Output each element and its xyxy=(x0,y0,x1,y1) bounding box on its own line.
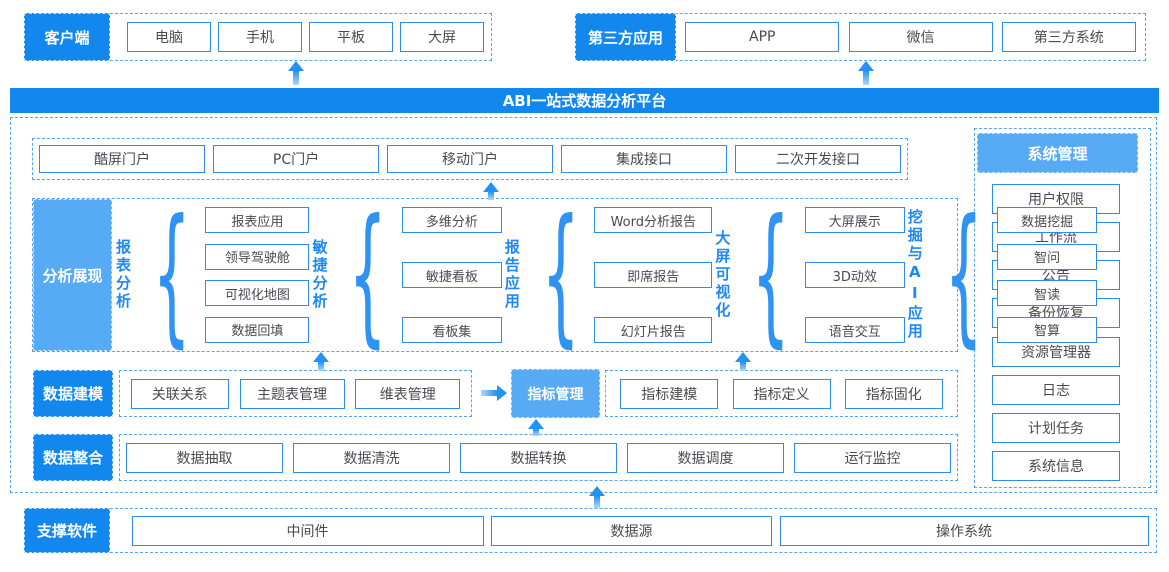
analysis-item: 敏捷看板 xyxy=(401,262,502,288)
arrow-up-icon xyxy=(858,61,874,85)
modeling-item: 维表管理 xyxy=(355,378,461,409)
third-party-section-label: 第三方应用 xyxy=(575,13,676,61)
third-party-item: APP xyxy=(685,22,840,52)
analysis-item: 语音交互 xyxy=(804,317,905,343)
modeling-right-container: 指标建模 指标定义 指标固化 xyxy=(605,370,958,417)
indicator-management-box: 指标管理 xyxy=(511,369,600,418)
client-section-label: 客户端 xyxy=(24,13,110,61)
system-column-container xyxy=(974,128,1151,488)
analysis-item: 幻灯片报告 xyxy=(594,317,713,343)
integration-item: 数据抽取 xyxy=(126,442,283,473)
analysis-item: 智算 xyxy=(997,316,1098,343)
system-item: 计划任务 xyxy=(992,412,1120,443)
analysis-item: 智读 xyxy=(997,280,1098,307)
group-name: 大屏可视化 xyxy=(713,230,732,320)
analysis-item: 看板集 xyxy=(401,317,502,343)
portal-row-container: 酷屏门户 PC门户 移动门户 集成接口 二次开发接口 xyxy=(32,138,908,180)
brace-icon: { xyxy=(152,188,191,362)
indicator-item: 指标建模 xyxy=(620,378,719,409)
indicator-item: 指标定义 xyxy=(732,378,831,409)
analysis-group: 敏捷分析 { 多维分析 敏捷看板 看板集 xyxy=(309,188,502,362)
analysis-item: 报表应用 xyxy=(205,207,310,233)
client-item: 平板 xyxy=(309,22,393,52)
arrow-up-icon xyxy=(589,486,605,508)
integration-item: 运行监控 xyxy=(794,442,951,473)
integration-item: 数据调度 xyxy=(627,442,784,473)
portal-item: PC门户 xyxy=(213,145,379,173)
client-group-container: 电脑 手机 平板 大屏 xyxy=(95,13,492,61)
integration-item: 数据转换 xyxy=(460,442,617,473)
system-item: 系统信息 xyxy=(992,450,1120,481)
support-item: 操作系统 xyxy=(779,515,1149,546)
system-management-header: 系统管理 xyxy=(977,133,1138,173)
modeling-item: 关联关系 xyxy=(130,378,229,409)
group-name: 敏捷分析 xyxy=(310,239,329,311)
analysis-item: 即席报告 xyxy=(594,262,713,288)
analysis-item: 数据挖掘 xyxy=(997,207,1098,233)
modeling-item: 主题表管理 xyxy=(239,378,345,409)
group-name: 报表分析 xyxy=(114,239,132,311)
arrow-up-icon xyxy=(483,182,499,200)
analysis-item: 可视化地图 xyxy=(205,280,310,307)
platform-outer-container xyxy=(10,117,1157,493)
integration-item: 数据清洗 xyxy=(293,442,450,473)
client-item: 大屏 xyxy=(400,22,484,52)
analysis-item: 大屏展示 xyxy=(804,207,905,233)
analysis-section-label: 分析展现 xyxy=(33,199,112,351)
analysis-item: 数据回填 xyxy=(205,316,310,343)
analysis-group: 挖掘与AI应用 { 数据挖掘 智问 智读 智算 xyxy=(905,188,1098,362)
modeling-left-container: 关联关系 主题表管理 维表管理 xyxy=(119,370,472,417)
analysis-groups: 报表分析 { 报表应用 领导驾驶舱 可视化地图 数据回填 敏捷分析 { 多维分析… xyxy=(113,188,1098,362)
group-name: 报告应用 xyxy=(502,239,521,311)
portal-item: 二次开发接口 xyxy=(735,145,901,173)
brace-icon: { xyxy=(944,188,983,362)
portal-item: 酷屏门户 xyxy=(39,145,205,173)
third-party-group-container: APP 微信 第三方系统 xyxy=(595,13,1146,61)
analysis-group: 报表分析 { 报表应用 领导驾驶舱 可视化地图 数据回填 xyxy=(113,188,310,362)
support-item: 中间件 xyxy=(131,515,484,546)
portal-item: 集成接口 xyxy=(561,145,727,173)
analysis-item: 3D动效 xyxy=(804,262,905,288)
brace-icon: { xyxy=(751,188,791,362)
third-party-item: 微信 xyxy=(848,22,993,52)
analysis-item: 智问 xyxy=(997,243,1098,270)
modeling-section-label: 数据建模 xyxy=(33,370,113,417)
integration-row-container: 数据抽取 数据清洗 数据转换 数据调度 运行监控 xyxy=(119,434,958,481)
arrow-up-icon xyxy=(528,419,544,436)
platform-banner: ABI一站式数据分析平台 xyxy=(10,88,1159,113)
support-section-label: 支撑软件 xyxy=(24,508,110,553)
client-item: 电脑 xyxy=(127,22,211,52)
analysis-group: 报告应用 { Word分析报告 即席报告 幻灯片报告 xyxy=(502,188,713,362)
arrow-up-icon xyxy=(735,352,751,371)
portal-item: 移动门户 xyxy=(387,145,553,173)
arrow-right-icon xyxy=(481,385,507,401)
support-item: 数据源 xyxy=(491,515,772,546)
arrow-up-icon xyxy=(288,61,304,85)
system-item: 日志 xyxy=(992,374,1120,405)
analysis-item: Word分析报告 xyxy=(594,207,713,233)
analysis-item: 领导驾驶舱 xyxy=(205,243,310,270)
third-party-item: 第三方系统 xyxy=(1001,22,1136,52)
analysis-item: 多维分析 xyxy=(401,207,502,233)
brace-icon: { xyxy=(541,188,580,362)
brace-icon: { xyxy=(349,188,388,362)
support-row-container: 中间件 数据源 操作系统 xyxy=(95,508,1157,553)
analysis-row-container xyxy=(32,198,958,352)
indicator-item: 指标固化 xyxy=(844,378,943,409)
group-name: 挖掘与AI应用 xyxy=(905,209,924,341)
analysis-group: 大屏可视化 { 大屏展示 3D动效 语音交互 xyxy=(712,188,905,362)
arrow-up-icon xyxy=(313,352,329,371)
client-item: 手机 xyxy=(218,22,302,52)
integration-section-label: 数据整合 xyxy=(33,434,113,481)
